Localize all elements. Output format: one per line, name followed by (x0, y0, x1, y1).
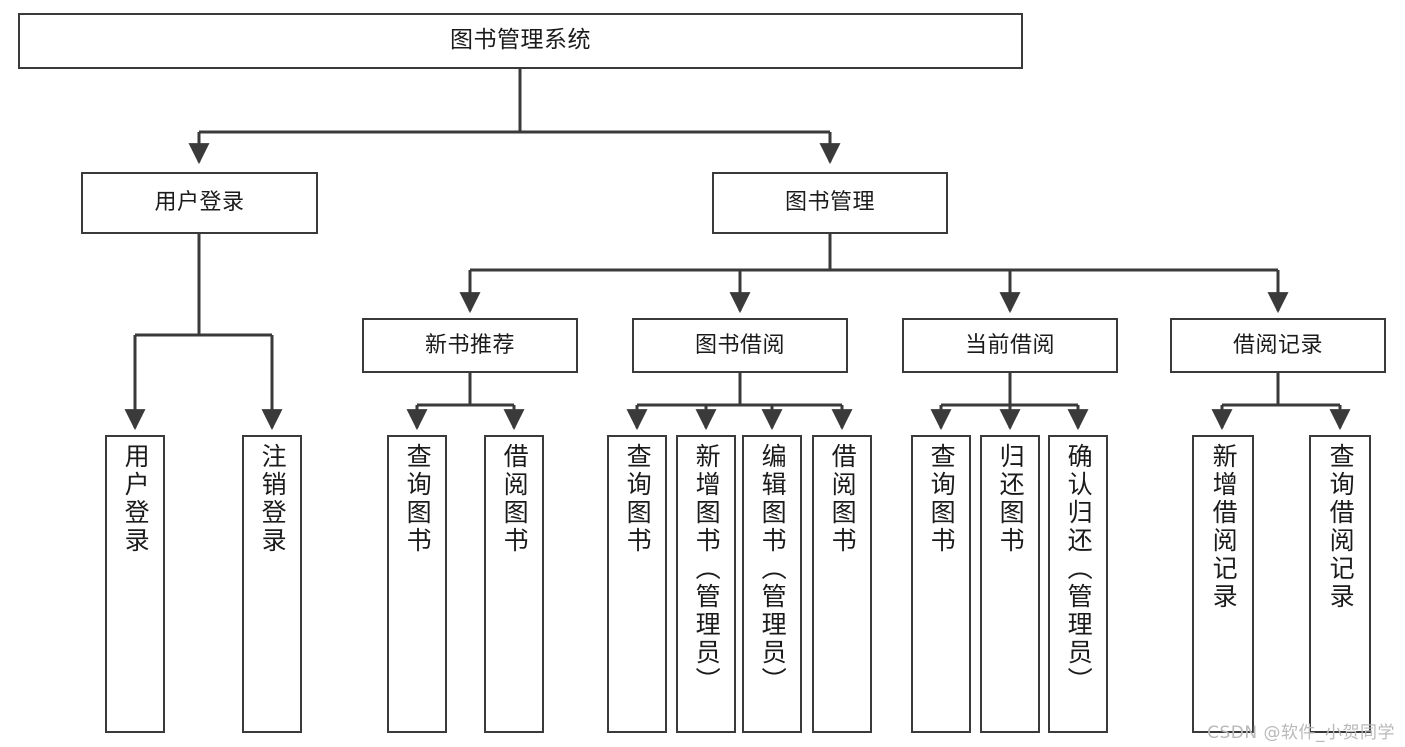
node-user-login[interactable]: 用户登录 (81, 172, 318, 234)
node-label: 图书管理 (784, 190, 875, 216)
leaf-borrow-book-1[interactable]: 借阅图书 (484, 435, 544, 733)
node-label: 查询图书 (623, 443, 653, 555)
leaf-borrow-book-2[interactable]: 借阅图书 (812, 435, 872, 733)
node-label: 用户登录 (121, 443, 151, 555)
leaf-add-record[interactable]: 新增借阅记录 (1192, 435, 1254, 733)
node-label: 新书推荐 (424, 332, 515, 358)
leaf-edit-book[interactable]: 编辑图书（管理员） (742, 435, 802, 733)
node-label: 新增图书（管理员） (692, 443, 722, 695)
leaf-return-book[interactable]: 归还图书 (980, 435, 1040, 733)
node-label: 用户登录 (154, 190, 245, 216)
leaf-user-login[interactable]: 用户登录 (105, 435, 165, 733)
leaf-confirm-return[interactable]: 确认归还（管理员） (1048, 435, 1108, 733)
node-label: 查询借阅记录 (1326, 443, 1356, 611)
node-book-manage[interactable]: 图书管理 (712, 172, 948, 234)
leaf-logout[interactable]: 注销登录 (242, 435, 302, 733)
node-root[interactable]: 图书管理系统 (18, 13, 1023, 69)
node-label: 借阅图书 (828, 443, 858, 555)
node-label: 当前借阅 (964, 332, 1055, 358)
node-label: 图书管理系统 (450, 27, 591, 54)
leaf-query-record[interactable]: 查询借阅记录 (1309, 435, 1371, 733)
watermark: CSDN @软件_小贺同学 (1207, 723, 1395, 743)
node-label: 图书借阅 (694, 332, 785, 358)
node-label: 新增借阅记录 (1209, 443, 1239, 611)
node-label: 归还图书 (996, 443, 1026, 555)
node-label: 借阅记录 (1232, 332, 1323, 358)
leaf-query-book-2[interactable]: 查询图书 (607, 435, 667, 733)
node-new-book-recommend[interactable]: 新书推荐 (362, 318, 578, 373)
node-label: 确认归还（管理员） (1064, 443, 1094, 695)
node-label: 编辑图书（管理员） (758, 443, 788, 695)
node-current-borrow[interactable]: 当前借阅 (902, 318, 1118, 373)
leaf-query-book-1[interactable]: 查询图书 (387, 435, 447, 733)
node-label: 注销登录 (258, 443, 288, 555)
leaf-query-book-3[interactable]: 查询图书 (911, 435, 971, 733)
leaf-add-book[interactable]: 新增图书（管理员） (676, 435, 736, 733)
node-label: 查询图书 (927, 443, 957, 555)
node-label: 借阅图书 (500, 443, 530, 555)
node-borrow-record[interactable]: 借阅记录 (1170, 318, 1386, 373)
node-label: 查询图书 (403, 443, 433, 555)
node-book-borrow[interactable]: 图书借阅 (632, 318, 848, 373)
